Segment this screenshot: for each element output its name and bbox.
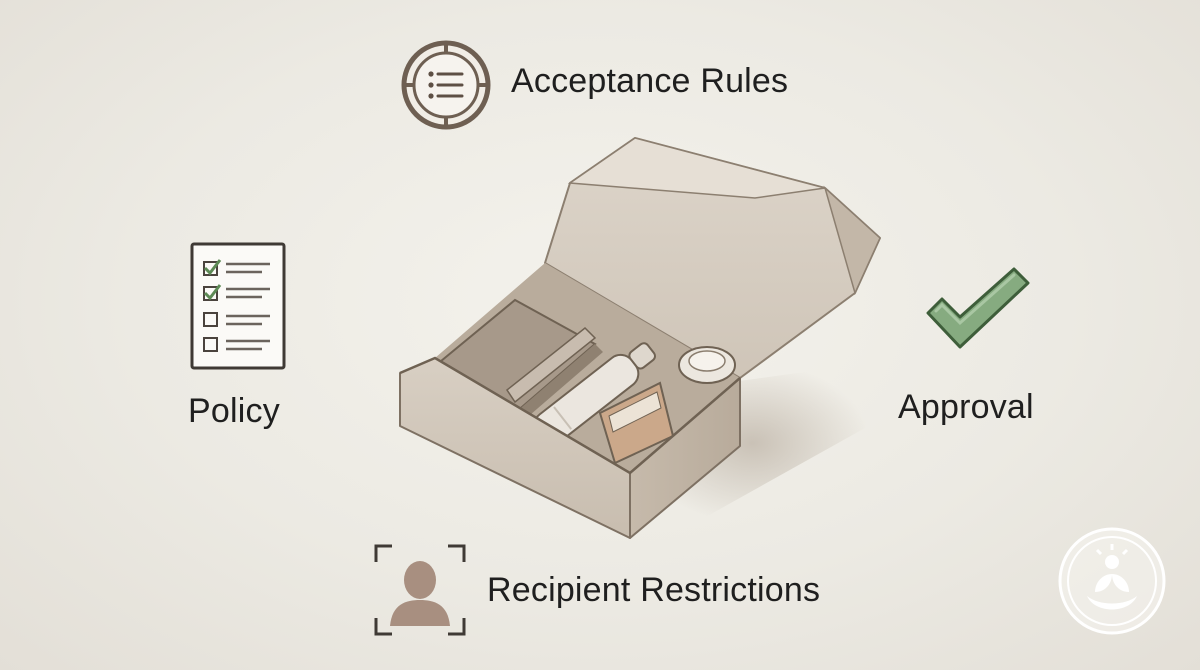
policy-label: Policy [188, 392, 280, 430]
recipient-restrictions-label: Recipient Restrictions [487, 571, 821, 609]
list-circle-icon [398, 40, 494, 130]
gift-box-illustration [395, 128, 885, 548]
acceptance-rules-label: Acceptance Rules [511, 62, 789, 100]
sprout-logo [1057, 526, 1167, 636]
user-frame-icon [372, 542, 468, 638]
approval-label: Approval [898, 388, 1034, 426]
checklist-document-icon [186, 240, 288, 372]
checkmark-icon [922, 263, 1034, 355]
